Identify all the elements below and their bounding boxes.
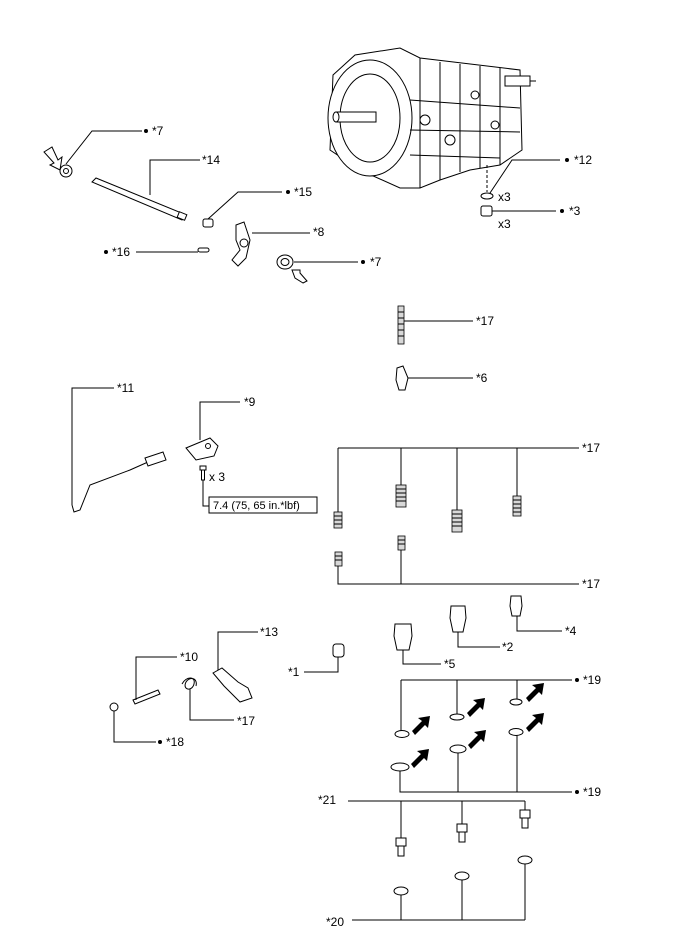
oil-seal-7-right <box>276 254 294 270</box>
gasket-12 <box>480 192 494 200</box>
pin-10 <box>132 689 161 705</box>
plug-21 <box>456 823 468 843</box>
arrow-icon <box>411 749 429 768</box>
callout-8: *8 <box>313 225 325 239</box>
callout-17-top: *17 <box>582 441 600 455</box>
callout-17-bottom: *17 <box>582 577 600 591</box>
spring-17 <box>333 511 343 529</box>
torque-spec-box <box>208 496 318 514</box>
spacer-15 <box>202 218 214 228</box>
torque-spec: 7.4 (75, 65 in.*lbf) <box>213 500 300 512</box>
quantity-bolt: x 3 <box>209 470 225 484</box>
manual-valve-shaft-14 <box>91 177 188 221</box>
washer-18 <box>109 702 119 712</box>
piston-2 <box>449 605 467 633</box>
oil-seal-7-left <box>59 164 73 178</box>
callout-18: *18 <box>166 735 184 749</box>
plug-3 <box>480 205 493 217</box>
o-ring-19 <box>509 698 523 706</box>
arrow-icon <box>467 698 485 717</box>
callout-6: *6 <box>476 371 488 385</box>
callout-5: *5 <box>444 657 456 671</box>
detent-lever-8 <box>231 221 251 267</box>
clip-20 <box>517 855 533 865</box>
spring-17 <box>334 551 343 567</box>
arrow-icon <box>468 730 486 749</box>
callout-2: *2 <box>502 640 514 654</box>
callout-19-top: *19 <box>583 673 601 687</box>
callout-13: *13 <box>260 625 278 639</box>
spring-17 <box>395 484 407 508</box>
callout-12: *12 <box>574 153 592 167</box>
plug-21 <box>395 837 407 857</box>
callout-9: *9 <box>244 395 256 409</box>
callout-7-top: *7 <box>152 124 164 138</box>
arrow-icon <box>43 146 63 171</box>
o-ring-19 <box>394 730 410 738</box>
arrow-icon <box>526 683 544 702</box>
plug-21 <box>519 809 531 829</box>
callout-10: *10 <box>180 650 198 664</box>
pin-16 <box>197 247 210 253</box>
callout-14: *14 <box>202 153 220 167</box>
callout-17-torsion: *17 <box>237 714 255 728</box>
callout-19-bottom: *19 <box>583 785 601 799</box>
quantity-3: x3 <box>498 217 511 231</box>
part-6 <box>395 365 409 391</box>
o-ring-19 <box>508 728 524 736</box>
spring-17-torsion <box>181 677 197 690</box>
spring-17-single <box>397 305 405 345</box>
callout-1: *1 <box>288 665 300 679</box>
callout-4: *4 <box>565 624 577 638</box>
callout-7-right: *7 <box>370 255 382 269</box>
arrow-icon <box>526 713 544 732</box>
callout-20: *20 <box>326 915 344 929</box>
callout-11: *11 <box>117 381 134 395</box>
piston-1 <box>332 643 345 658</box>
arrow-icon <box>412 716 430 735</box>
arrow-icon <box>291 269 308 284</box>
bracket-9 <box>185 437 219 461</box>
o-ring-19 <box>390 762 410 772</box>
callout-21: *21 <box>318 793 336 807</box>
control-rod-11 <box>71 451 167 513</box>
piston-4 <box>509 595 523 617</box>
quantity-12: x3 <box>498 190 511 204</box>
transmission-assembly <box>327 47 536 192</box>
callout-15: *15 <box>294 185 312 199</box>
spring-17 <box>451 509 463 533</box>
piston-5 <box>393 623 413 651</box>
spring-17 <box>512 495 522 517</box>
o-ring-19 <box>449 713 465 721</box>
bolt <box>199 465 207 481</box>
clip-20 <box>393 886 409 896</box>
clip-20 <box>454 871 470 881</box>
callout-17-single: *17 <box>476 314 494 328</box>
callout-3: *3 <box>569 204 581 218</box>
callout-16: *16 <box>112 245 130 259</box>
lever-13 <box>212 667 253 703</box>
o-ring-19 <box>449 744 467 754</box>
spring-17 <box>397 535 406 551</box>
